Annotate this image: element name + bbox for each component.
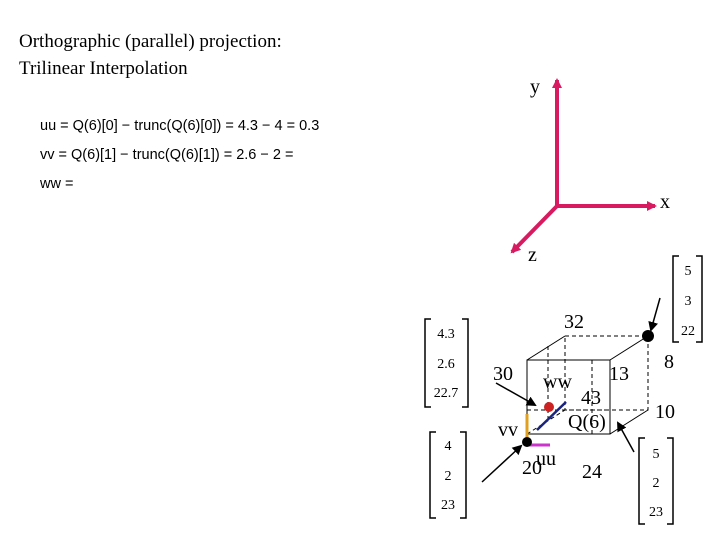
vertex-front-bottom-left (522, 437, 532, 447)
q6-label: Q(6) (568, 411, 606, 433)
vector-left-bottom: 4 2 23 (429, 431, 467, 519)
pointer-arrow (648, 297, 661, 332)
title-line-1: Orthographic (parallel) projection: (19, 31, 282, 52)
vector-entry: 22 (681, 324, 695, 339)
vector-entry: 3 (685, 294, 692, 309)
title-line-2: Trilinear Interpolation (19, 58, 188, 79)
cube-edge (609, 409, 649, 435)
vector-right-bottom: 5 2 23 (638, 437, 674, 525)
vector-entry: 22.7 (434, 386, 459, 401)
pointer-arrow (617, 421, 635, 453)
ww-offset-line (536, 401, 567, 431)
vector-entry: 5 (685, 264, 692, 279)
coordinate-axes: y x z (510, 76, 670, 266)
equation-ww: ww = (40, 176, 74, 192)
vv-label: vv (498, 419, 518, 441)
value-32: 32 (564, 311, 584, 333)
value-13: 13 (609, 363, 629, 385)
vector-entry: 4 (445, 439, 452, 454)
vector-entry: 2.6 (437, 357, 455, 372)
uu-label: uu (536, 448, 556, 470)
vector-entry: 2 (445, 469, 452, 484)
equation-vv: vv = Q(6)[1] − trunc(Q(6)[1]) = 2.6 − 2 … (40, 147, 294, 163)
vector-right-top: 5 3 22 (672, 255, 703, 343)
cube-labels: ww vv uu Q(6) (498, 371, 606, 470)
vector-entry: 5 (653, 447, 660, 462)
value-43: 43 (581, 387, 601, 409)
ww-label: ww (543, 371, 572, 393)
value-30: 30 (493, 363, 513, 385)
cube-values: 32 30 13 8 43 10 20 24 (493, 311, 675, 483)
q6-point (544, 402, 554, 412)
vertex-back-top-right (642, 330, 654, 342)
z-axis-label: z (528, 244, 537, 266)
vector-entry: 23 (441, 498, 455, 513)
value-10: 10 (655, 401, 675, 423)
cube-back-face (564, 335, 649, 411)
vector-entry: 2 (653, 476, 660, 491)
z-axis (510, 204, 559, 254)
vector-entry: 4.3 (437, 327, 455, 342)
pointer-arrow (481, 444, 523, 483)
vector-entry: 23 (649, 505, 663, 520)
cube-edge (526, 335, 566, 361)
y-axis-label: y (530, 76, 540, 98)
x-axis-label: x (660, 191, 670, 213)
slide-title: Orthographic (parallel) projection: Tril… (19, 28, 282, 82)
value-20: 20 (522, 457, 542, 479)
value-24: 24 (582, 461, 602, 483)
pointer-arrow (495, 382, 537, 406)
value-8: 8 (664, 351, 674, 373)
equation-uu: uu = Q(6)[0] − trunc(Q(6)[0]) = 4.3 − 4 … (40, 118, 320, 134)
vector-left-top: 4.3 2.6 22.7 (424, 318, 469, 408)
cube-edge (609, 335, 649, 361)
